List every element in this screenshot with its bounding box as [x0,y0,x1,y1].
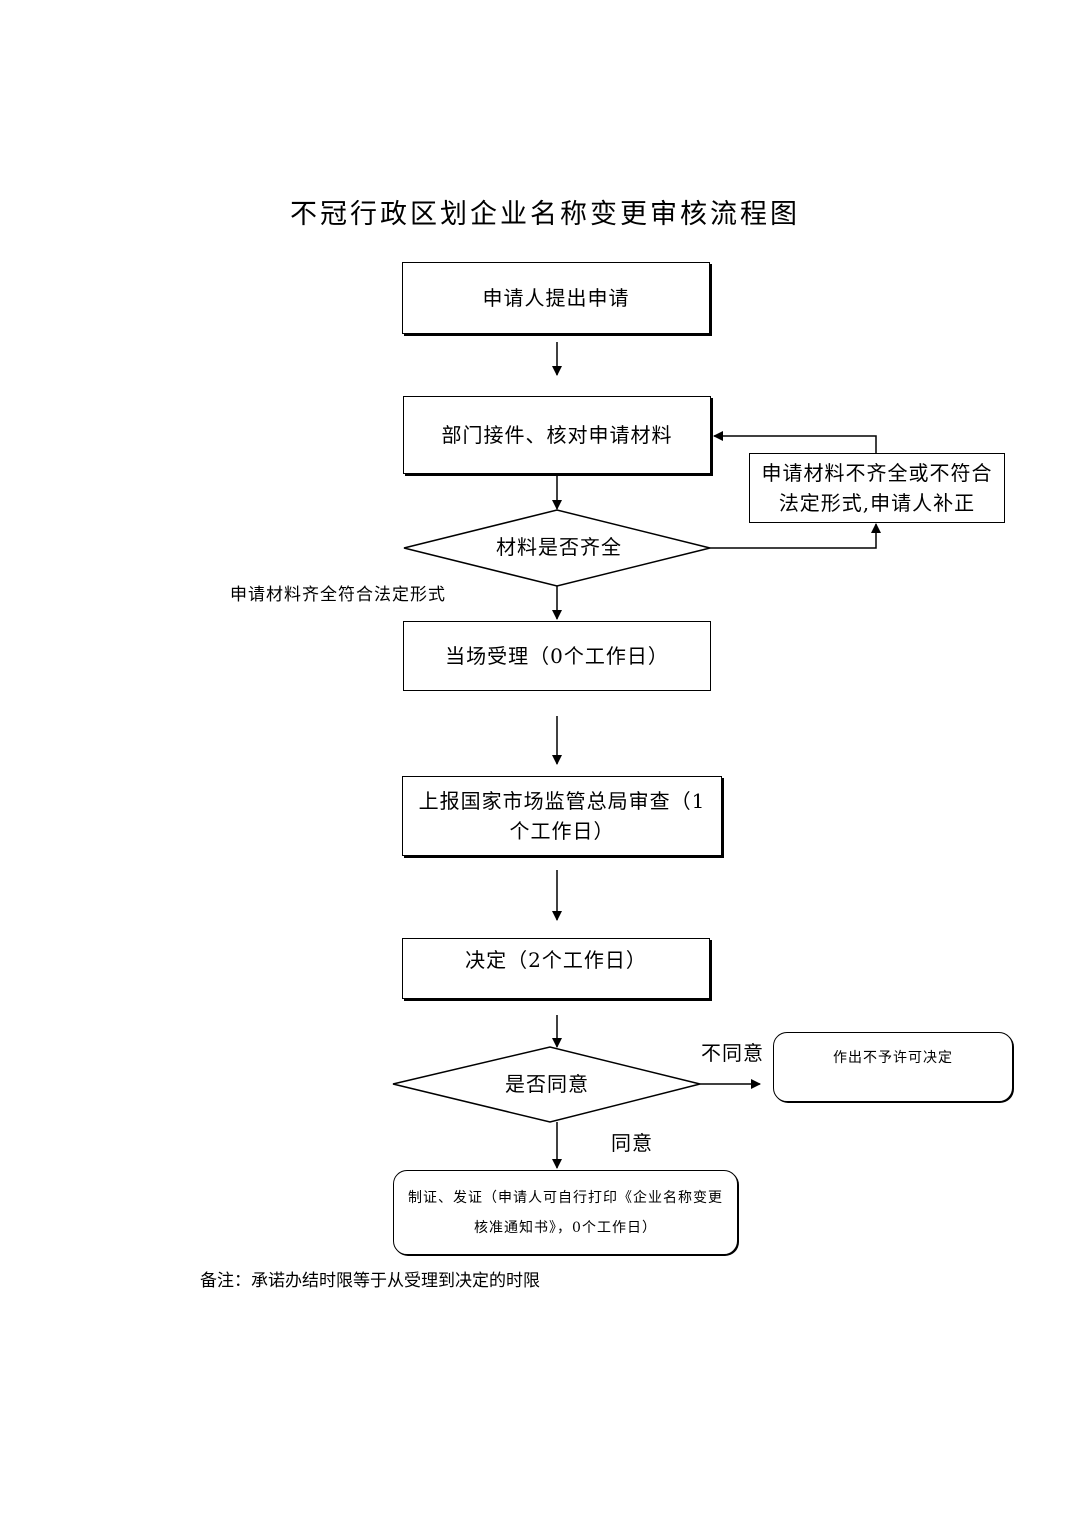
step-accept-label: 当场受理（0个工作日） [445,644,669,668]
disagree-label: 不同意 [701,1041,764,1065]
step-receive-label: 部门接件、核对申请材料 [441,423,673,447]
step-receive: 部门接件、核对申请材料 [403,396,711,474]
step-reject-label: 作出不予许可决定 [833,1050,953,1066]
step-apply: 申请人提出申请 [402,262,710,334]
check-complete-label: 材料是否齐全 [496,535,622,559]
step-report-label: 上报国家市场监管总局审查（1个工作日） [418,789,706,843]
step-decide-label: 决定（2个工作日） [465,948,647,972]
step-apply-label: 申请人提出申请 [482,286,630,310]
agree-check-label: 是否同意 [505,1072,589,1096]
step-report: 上报国家市场监管总局审查（1个工作日） [402,776,722,856]
step-accept: 当场受理（0个工作日） [403,621,711,691]
decision-diamond-agree [392,1046,701,1123]
step-issue-label: 制证、发证（申请人可自行打印《企业名称变更核准通知书》，0个工作日） [408,1189,723,1236]
footnote: 备注：承诺办结时限等于从受理到决定的时限 [200,1271,540,1291]
step-supplement: 申请材料不齐全或不符合法定形式,申请人补正 [749,453,1005,523]
agree-label: 同意 [611,1131,653,1155]
step-issue: 制证、发证（申请人可自行打印《企业名称变更核准通知书》，0个工作日） [393,1170,738,1255]
arrow-check-to-supplement [710,523,881,549]
arrow-supplement-to-receive [713,431,877,453]
diagram-title: 不冠行政区划企业名称变更审核流程图 [290,199,800,230]
complete-condition-label: 申请材料齐全符合法定形式 [230,585,446,605]
decision-diamond-complete [403,509,711,587]
step-supplement-label: 申请材料不齐全或不符合法定形式,申请人补正 [761,461,993,515]
step-decide: 决定（2个工作日） [402,938,710,999]
step-reject: 作出不予许可决定 [773,1032,1013,1102]
